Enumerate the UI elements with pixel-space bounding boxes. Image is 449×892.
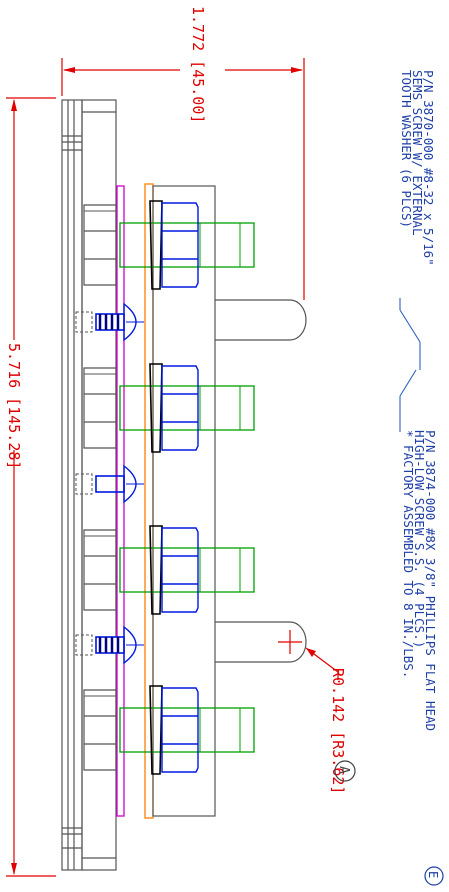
green-stud — [119, 707, 255, 753]
highlow-callout-line2: HIGH-LOW SCREW S.S. (4 PLCS.) — [412, 430, 427, 648]
bolt-head — [83, 529, 117, 611]
detail-marker-e-label: E — [426, 871, 440, 878]
detail-marker-a-label: A — [336, 766, 351, 774]
lock-washer — [149, 363, 163, 453]
terminal-stack — [83, 525, 255, 615]
green-stud — [119, 222, 255, 268]
screw-head — [123, 302, 137, 342]
screw-hole — [75, 311, 93, 333]
phillips-screw — [75, 625, 144, 665]
hex-nut — [161, 687, 199, 773]
radius-dimension-label: R0.142 [R3.62] — [329, 668, 347, 794]
green-stud — [119, 385, 255, 431]
hex-nut — [161, 527, 199, 613]
screw-hole — [75, 473, 93, 495]
lock-washer — [149, 200, 163, 290]
terminal-stack — [83, 200, 255, 290]
radius-leader — [305, 647, 339, 680]
standoff-bottom — [215, 621, 307, 663]
highlow-callout-line3: * FACTORY ASSEMBLED TO 8 IN./LBS. — [401, 430, 416, 678]
screw-head — [123, 464, 137, 504]
height-dimension-label: 1.772 [45.00] — [189, 6, 207, 123]
green-stud — [119, 547, 255, 593]
screw-head — [123, 625, 137, 665]
hex-nut — [161, 365, 199, 451]
standoff-top — [215, 299, 307, 341]
base-plate — [81, 99, 117, 871]
phillips-screw — [75, 464, 144, 504]
length-dimension-label: 5.716 [145.28] — [5, 343, 23, 469]
length-dimension — [6, 97, 56, 877]
sems-callout-text: P/N 3870-000 #8-32 x 5/16" SEMS SCREW W/… — [399, 70, 436, 266]
bolt-head — [83, 367, 117, 449]
lock-washer — [149, 685, 163, 775]
screw-hole — [75, 634, 93, 656]
center-mark — [278, 630, 302, 654]
terminal-stack — [83, 685, 255, 775]
highlow-callout-text: P/N 3874-000 #8X 3/8" PHILLIPS FLAT HEAD… — [401, 430, 438, 731]
sems-callout-line1: P/N 3870-000 #8-32 x 5/16" — [421, 70, 436, 266]
terminal-assemblies — [75, 200, 255, 775]
phillips-screw — [75, 302, 144, 342]
highlow-callout-line1: P/N 3874-000 #8X 3/8" PHILLIPS FLAT HEAD — [423, 430, 438, 731]
terminal-body — [152, 185, 216, 817]
sems-callout-line2: SEMS SCREW W/ EXTERNAL — [410, 70, 425, 236]
bolt-head — [83, 204, 117, 286]
hex-nut — [161, 202, 199, 288]
sems-leader — [399, 298, 421, 370]
bolt-head — [83, 689, 117, 771]
screw-shank — [95, 475, 125, 493]
height-dimension — [61, 58, 305, 300]
lock-washer — [149, 525, 163, 615]
base-rail — [61, 99, 83, 871]
detail-marker-e: E — [424, 866, 444, 886]
sems-callout-line3: TOOTH WASHER (6 PLCS) — [399, 70, 414, 228]
detail-marker-a: A — [334, 760, 356, 782]
terminal-stack — [83, 363, 255, 453]
highlow-leader — [399, 369, 417, 432]
